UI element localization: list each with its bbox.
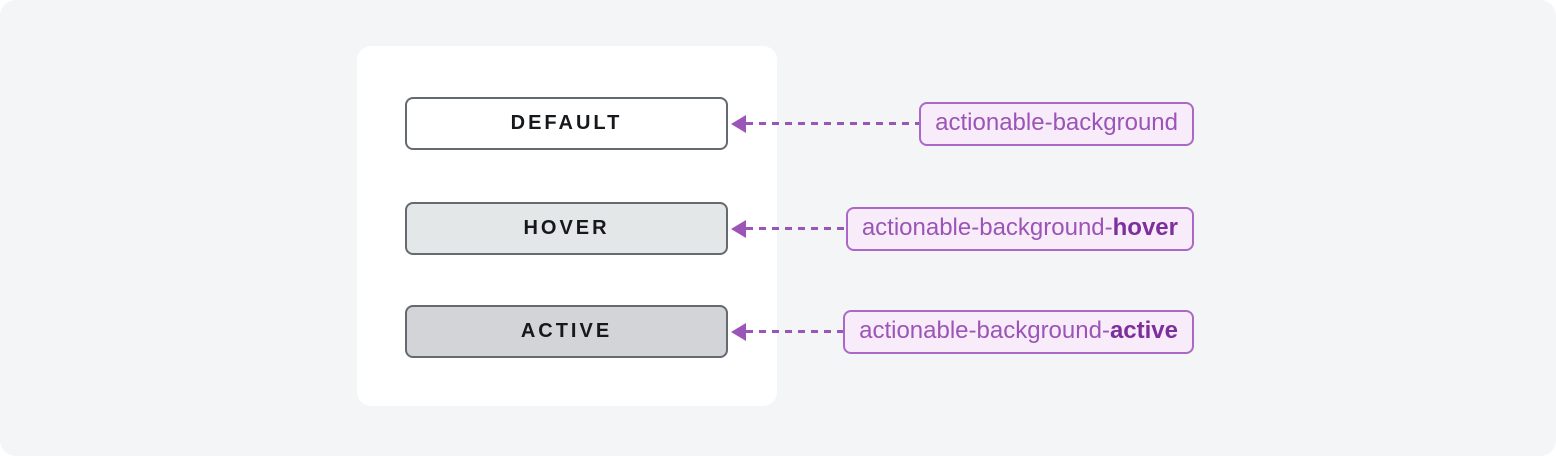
token-text-bold: hover <box>1112 213 1178 241</box>
token-chip-hover: actionable-background-hover <box>845 206 1194 251</box>
token-text-bold: active <box>1109 316 1178 344</box>
token-chip-default: actionable-background <box>919 101 1194 146</box>
token-text: actionable-background- <box>859 316 1110 344</box>
swatch-hover-state: HOVER <box>405 202 728 255</box>
annotation-row-active: actionable-background-active <box>731 305 1194 358</box>
swatch-active-label: ACTIVE <box>520 320 613 342</box>
swatch-default-label: DEFAULT <box>510 112 623 134</box>
token-chip-active: actionable-background-active <box>843 309 1194 354</box>
annotation-row-default: actionable-background <box>731 97 1194 150</box>
arrow-left-icon <box>731 114 746 133</box>
swatch-active-state: ACTIVE <box>405 305 728 358</box>
token-text: actionable-background <box>935 108 1178 136</box>
dashed-connector-line <box>746 227 846 230</box>
dashed-connector-line <box>746 330 844 333</box>
swatch-default-state: DEFAULT <box>405 97 728 150</box>
dashed-connector-line <box>746 122 920 125</box>
annotation-row-hover: actionable-background-hover <box>731 202 1194 255</box>
arrow-left-icon <box>731 219 746 238</box>
token-text: actionable-background- <box>861 213 1113 241</box>
swatch-hover-label: HOVER <box>523 217 610 239</box>
arrow-left-icon <box>731 322 746 341</box>
